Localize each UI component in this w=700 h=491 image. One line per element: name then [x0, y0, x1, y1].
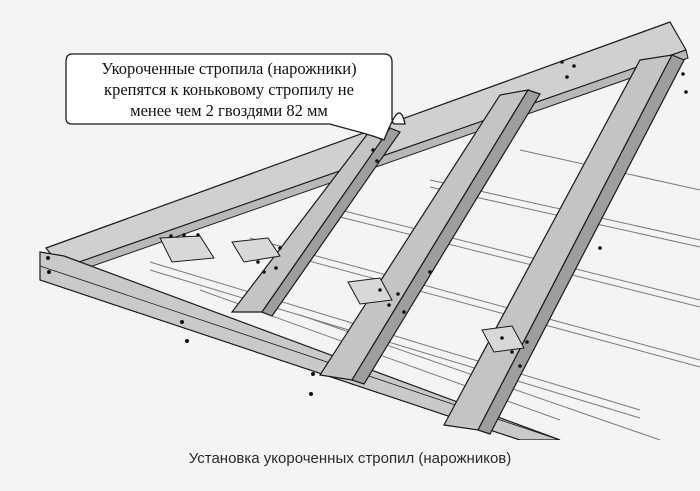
callout-line: Укороченные стропила (нарожники) [101, 59, 357, 78]
rafter-drawing [39, 21, 700, 440]
callout-text: Укороченные стропила (нарожники) крепятс… [70, 58, 388, 121]
figure-caption: Установка укороченных стропил (нарожнико… [188, 450, 512, 467]
callout-bubble [65, 53, 406, 141]
nails [46, 60, 688, 396]
wall-plate [39, 251, 561, 440]
jack-rafter-3-face [477, 54, 685, 435]
jack-rafter-2-face [351, 89, 541, 385]
callout-line: крепятся к коньковому стропилу не [104, 80, 354, 99]
jack-rafter-1-face [261, 127, 401, 317]
callout-line: менее чем 2 гвоздями 82 мм [130, 101, 328, 120]
